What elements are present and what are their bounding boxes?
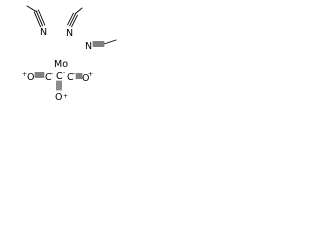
- carbon-atom-3: C: [67, 72, 74, 83]
- carbon-atom-1: C: [45, 72, 52, 83]
- oxygen-charge-1: +: [22, 71, 27, 78]
- oxygen-charge-2: +: [63, 93, 68, 100]
- carbon-charge-1: -: [51, 70, 53, 77]
- carbonyl-ligand-1: + O C -: [22, 70, 53, 83]
- methyl-bond-2: [74, 7, 83, 15]
- triple-bond-2b: [71, 14, 78, 28]
- acetonitrile-ligand-2: N: [66, 7, 83, 39]
- acetonitrile-ligand-3: N: [85, 39, 117, 52]
- methyl-bond-3: [103, 39, 117, 45]
- triple-bond-1b: [37, 9, 46, 26]
- chemical-structure: N N N Mo + O C - C - O + C: [22, 5, 117, 103]
- nitrogen-atom-1: N: [40, 27, 47, 38]
- triple-bond-1a: [35, 10, 44, 27]
- nitrogen-atom-3: N: [85, 41, 92, 52]
- oxygen-atom-1: O: [27, 72, 34, 83]
- oxygen-charge-3: +: [88, 71, 93, 78]
- acetonitrile-ligand-1: N: [26, 5, 47, 38]
- oxygen-atom-2: O: [55, 92, 62, 103]
- methyl-bond-1: [26, 5, 38, 13]
- nitrogen-atom-2: N: [66, 28, 73, 39]
- carbon-charge-3: -: [73, 70, 75, 77]
- carbonyl-ligand-3: C - O +: [67, 70, 93, 84]
- carbonyl-ligand-2: C - O +: [55, 69, 68, 103]
- triple-bond-2c: [67, 12, 74, 26]
- triple-bond-2a: [69, 13, 76, 27]
- triple-bond-1c: [33, 11, 42, 28]
- molybdenum-atom: Mo: [54, 59, 68, 70]
- carbon-charge-2: -: [63, 69, 65, 76]
- carbon-atom-2: C: [56, 71, 63, 82]
- oxygen-atom-3: O: [82, 73, 89, 84]
